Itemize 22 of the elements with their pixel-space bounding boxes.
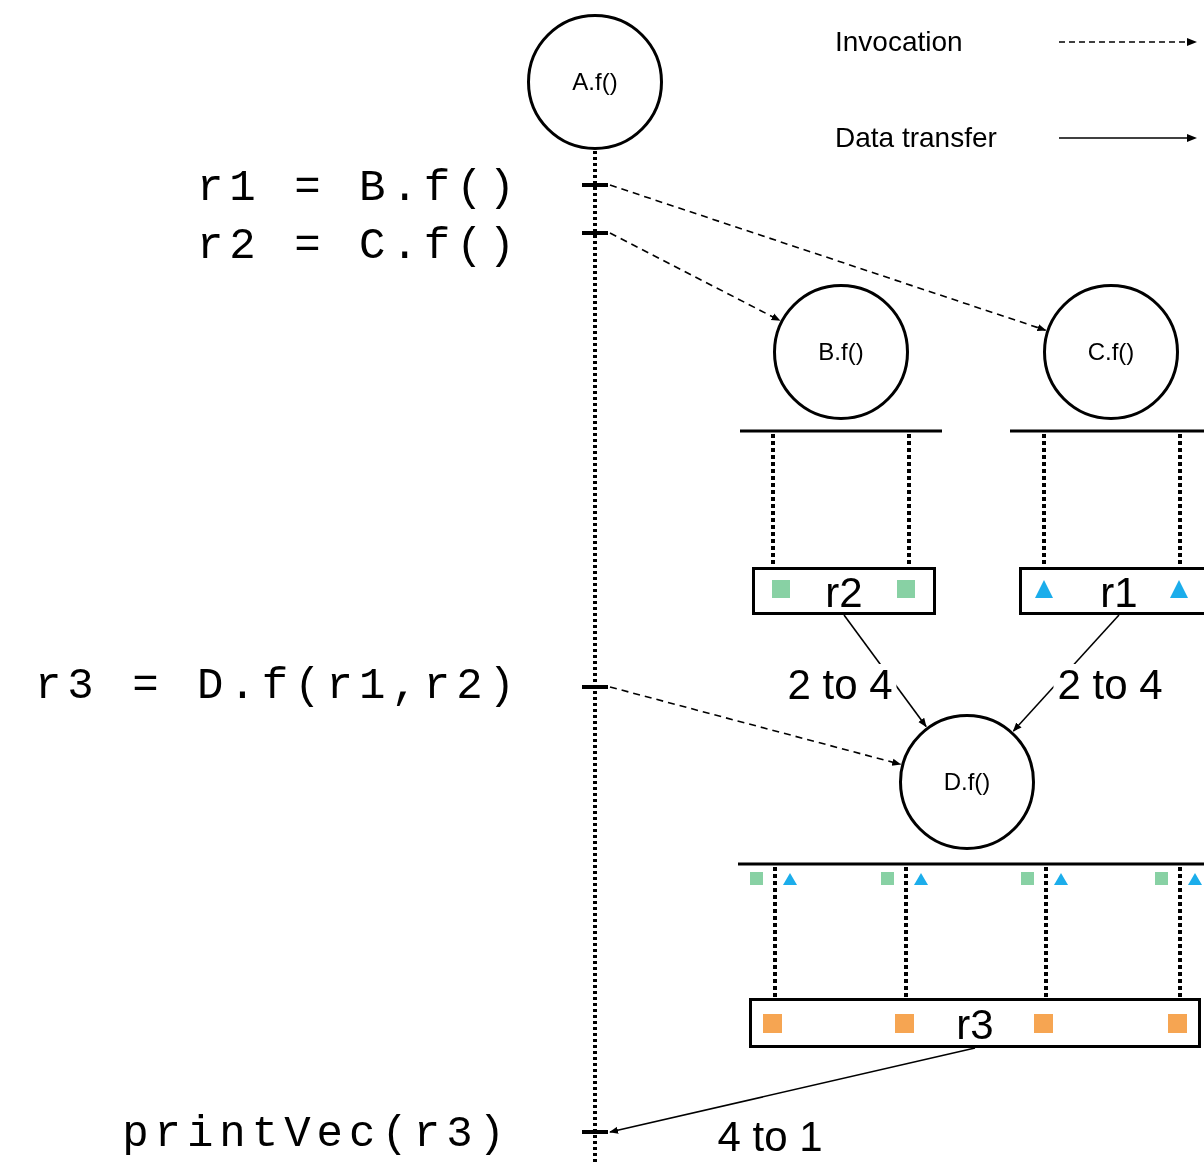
function-label: B.f()	[818, 340, 864, 364]
result-label: r1	[1100, 572, 1138, 614]
tick-mark	[582, 685, 608, 689]
tick-mark	[582, 183, 608, 187]
function-label: A.f()	[572, 70, 618, 94]
result-label: r3	[956, 1004, 994, 1046]
result-box	[752, 567, 936, 615]
function-label: D.f()	[943, 770, 991, 794]
code-line: printVec(r3)	[122, 1112, 511, 1156]
tick-mark	[582, 231, 608, 235]
code-line: r1 = B.f()	[196, 166, 521, 210]
result-box	[749, 998, 1201, 1048]
tick-mark	[582, 1130, 608, 1134]
code-line: r3 = D.f(r1,r2)	[34, 664, 521, 708]
legend-label: Data transfer	[835, 124, 998, 152]
arrow	[609, 1047, 976, 1134]
result-label: r2	[825, 572, 863, 614]
code-line: r2 = C.f()	[196, 224, 521, 268]
result-box	[1019, 567, 1204, 615]
dashed-arrow	[609, 232, 781, 322]
function-label: C.f()	[1087, 340, 1135, 364]
legend-label: Invocation	[835, 28, 964, 56]
